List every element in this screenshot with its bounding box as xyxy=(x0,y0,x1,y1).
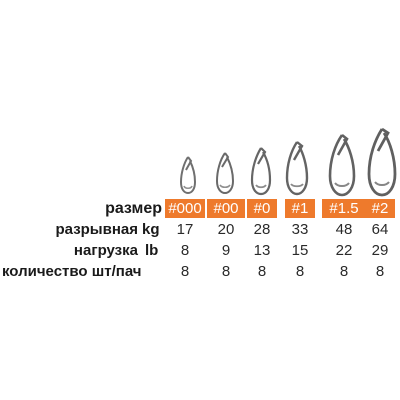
load-cell-6: 29 xyxy=(371,242,389,259)
size-cell-5: #1.5 xyxy=(322,199,366,218)
breaking-unit: kg xyxy=(142,221,160,238)
breaking-cell-2: 20 xyxy=(217,221,235,238)
load-cell-4: 15 xyxy=(291,242,309,259)
breaking-cell-5: 48 xyxy=(335,221,353,238)
row-load-lb: нагрузка lb 8 9 13 15 22 29 xyxy=(0,241,400,260)
size-cell-4: #1 xyxy=(285,199,315,218)
size-label: размер xyxy=(105,200,162,217)
size-cell-6: #2 xyxy=(365,199,395,218)
snap-icon-0 xyxy=(248,146,274,196)
load-cell-1: 8 xyxy=(180,242,190,259)
load-cell-5: 22 xyxy=(335,242,353,259)
breaking-cell-4: 33 xyxy=(291,221,309,238)
size-cell-1: #000 xyxy=(165,199,205,218)
load-cell-3: 13 xyxy=(253,242,271,259)
size-cell-3: #0 xyxy=(247,199,277,218)
snap-icon-2 xyxy=(365,127,399,197)
load-cell-2: 9 xyxy=(221,242,231,259)
breaking-cell-3: 28 xyxy=(253,221,271,238)
qty-cell-6: 8 xyxy=(375,263,385,280)
snap-icon-000 xyxy=(177,155,199,195)
qty-cell-2: 8 xyxy=(221,263,231,280)
qty-cell-4: 8 xyxy=(295,263,305,280)
row-quantity: количество шт/пач 8 8 8 8 8 8 xyxy=(0,262,400,281)
qty-cell-1: 8 xyxy=(180,263,190,280)
row-size: размер #000 #00 #0 #1 #1.5 #2 xyxy=(0,199,400,218)
quantity-label: количество шт/пач xyxy=(2,263,142,280)
snap-icon-1 xyxy=(283,140,311,196)
breaking-cell-1: 17 xyxy=(176,221,194,238)
qty-cell-3: 8 xyxy=(257,263,267,280)
size-cell-2: #00 xyxy=(207,199,245,218)
qty-cell-5: 8 xyxy=(339,263,349,280)
row-breaking-kg: разрывная kg 17 20 28 33 48 64 xyxy=(0,220,400,239)
snap-icon-00 xyxy=(213,151,237,195)
breaking-label: разрывная xyxy=(55,221,139,238)
load-unit: lb xyxy=(145,242,159,259)
load-label: нагрузка xyxy=(73,242,138,259)
breaking-cell-6: 64 xyxy=(371,221,389,238)
snap-icon-1-5 xyxy=(326,133,358,197)
